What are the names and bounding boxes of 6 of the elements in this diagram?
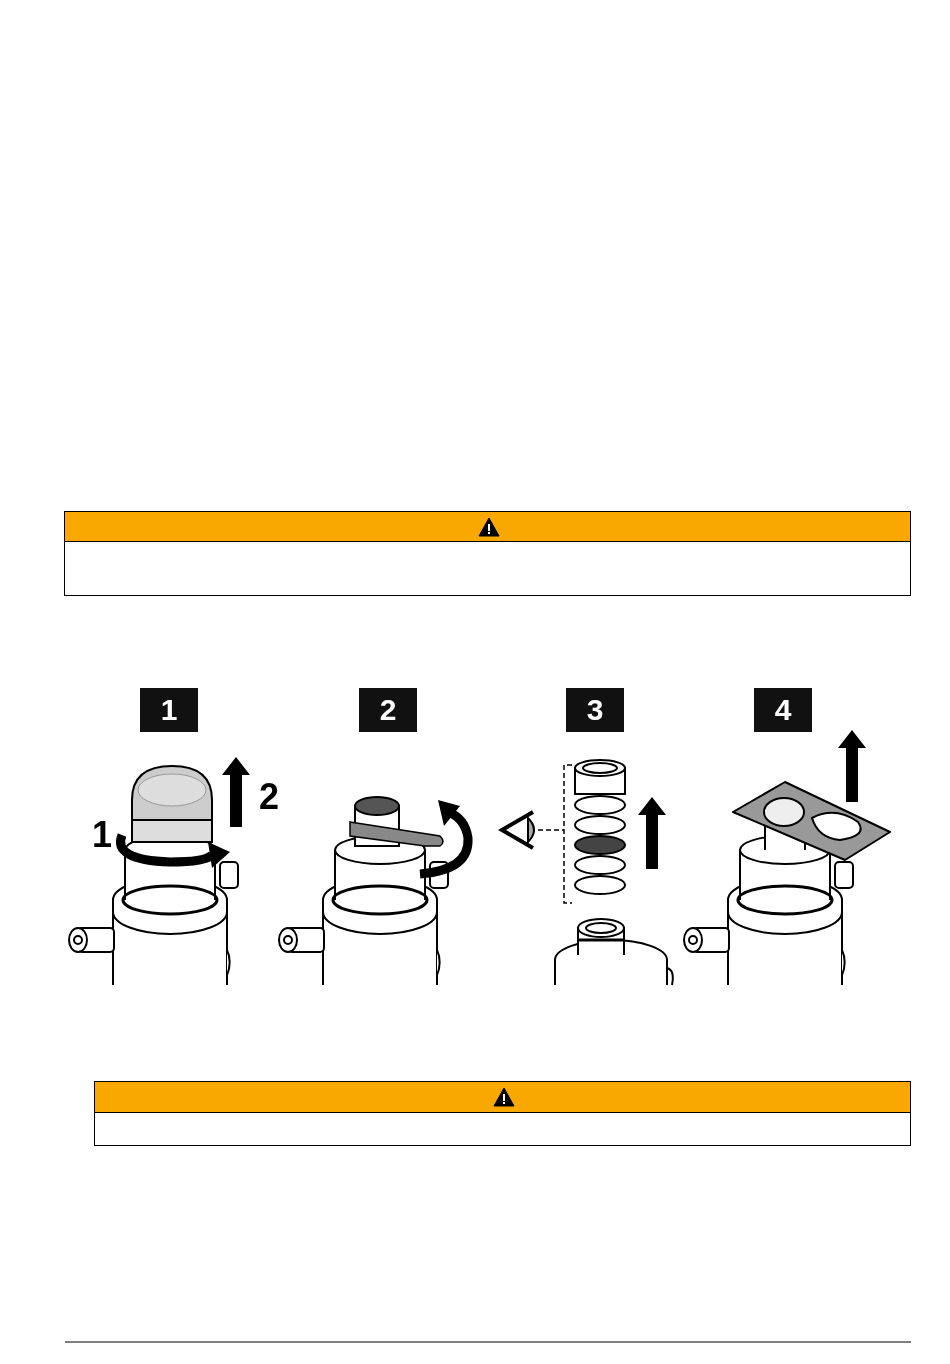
- step-number: 1: [140, 688, 198, 732]
- step-number: 3: [566, 688, 624, 732]
- callout-number: 2: [259, 779, 280, 815]
- step-number: 4: [754, 688, 812, 732]
- step-number: 2: [359, 688, 417, 732]
- callout-number: 1: [92, 817, 113, 853]
